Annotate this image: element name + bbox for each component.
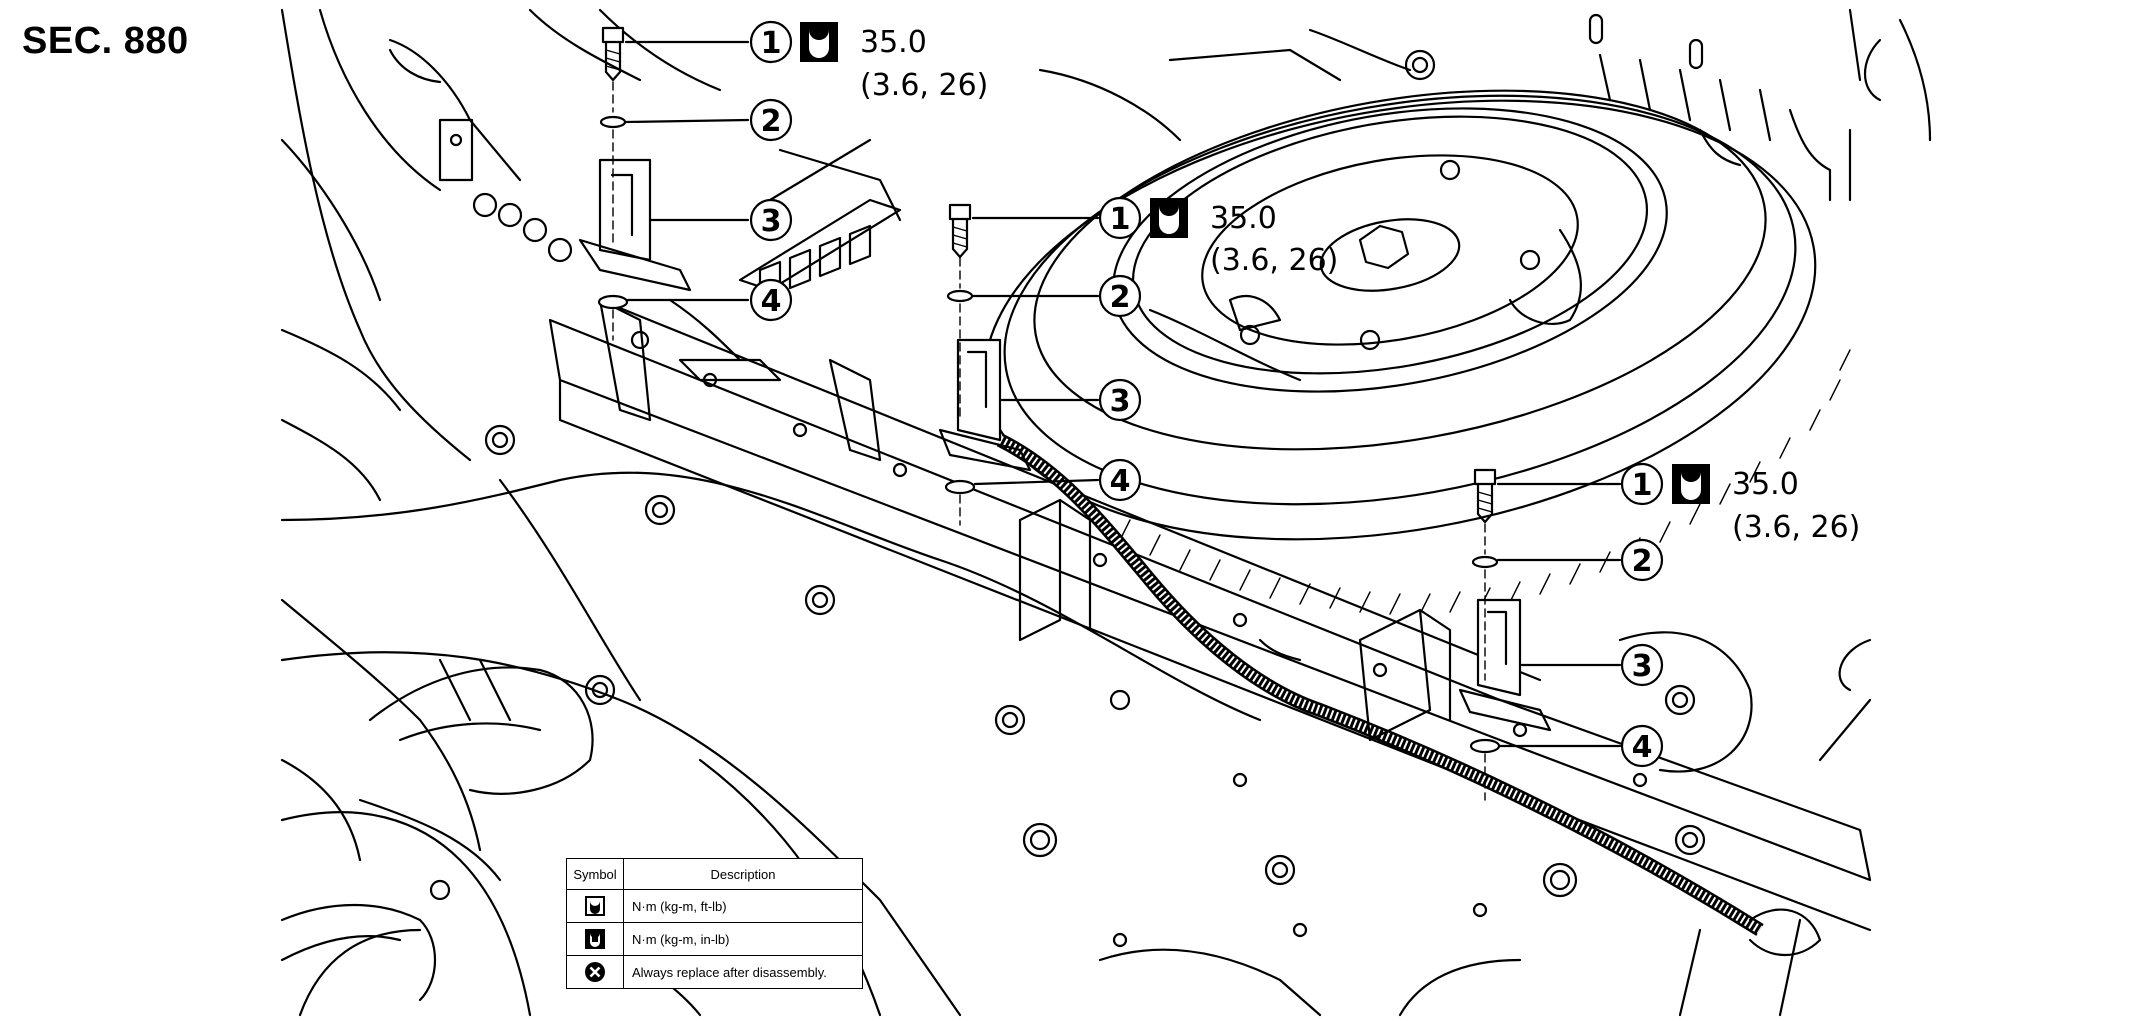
svg-text:4: 4 — [1632, 730, 1653, 765]
svg-text:3: 3 — [761, 204, 782, 239]
torque-detail: (3.6, 26) — [1210, 243, 1338, 278]
torque-wrench-filled-icon — [585, 929, 605, 949]
torque-wrench-icon — [1672, 464, 1710, 504]
svg-text:3: 3 — [1110, 384, 1131, 419]
fastener-set-center — [944, 203, 976, 526]
legend-row: N·m (kg-m, ft-lb) — [566, 889, 863, 923]
callout-3: 3 — [1098, 378, 1142, 422]
svg-text:4: 4 — [1110, 464, 1131, 499]
svg-text:1: 1 — [761, 26, 782, 61]
svg-text:3: 3 — [1632, 649, 1653, 684]
wire-harness — [996, 433, 1822, 957]
torque-wrench-icon — [800, 22, 838, 62]
torque-detail: (3.6, 26) — [1732, 510, 1860, 545]
bracket-assembly-right — [1358, 598, 1552, 742]
legend-row: Always replace after disassembly. — [566, 955, 863, 989]
svg-text:1: 1 — [1110, 202, 1131, 237]
legend-symbol-cell — [566, 922, 624, 956]
torque-value: 35.0 — [1210, 201, 1277, 236]
leader-lines — [624, 40, 1622, 748]
legend-header-symbol: Symbol — [566, 858, 624, 890]
callout-4: 4 — [1098, 458, 1142, 502]
torque-value: 35.0 — [1732, 467, 1799, 502]
callout-1: 1 — [1620, 462, 1664, 506]
section-label: SEC. 880 — [22, 20, 189, 62]
callout-group-left: 1 35.0 (3.6, 26) 2 3 4 — [749, 20, 988, 322]
legend-symbol-cell — [566, 955, 624, 989]
legend-header-description: Description — [623, 858, 863, 890]
svg-text:2: 2 — [1110, 280, 1131, 315]
fastener-set-right — [1469, 468, 1501, 801]
callout-group-right: 1 35.0 (3.6, 26) 2 3 4 — [1620, 462, 1860, 768]
svg-text:4: 4 — [761, 284, 782, 319]
torque-value: 35.0 — [860, 25, 927, 60]
torque-detail: (3.6, 26) — [860, 68, 988, 103]
callout-4: 4 — [1620, 724, 1664, 768]
legend-row: N·m (kg-m, in-lb) — [566, 922, 863, 956]
spare-tire — [983, 89, 1851, 615]
legend-description: Always replace after disassembly. — [623, 955, 863, 989]
svg-text:2: 2 — [1632, 544, 1653, 579]
legend-symbol-cell — [566, 889, 624, 923]
callout-1: 1 — [749, 20, 793, 64]
callout-group-center: 1 35.0 (3.6, 26) 2 3 4 — [1098, 196, 1338, 502]
bracket-assembly-left — [578, 138, 902, 422]
callout-2: 2 — [1620, 538, 1664, 582]
torque-wrench-outline-icon — [585, 896, 605, 916]
callout-2: 2 — [749, 98, 793, 142]
callout-2: 2 — [1098, 274, 1142, 318]
legend-description: N·m (kg-m, in-lb) — [623, 922, 863, 956]
legend-header-row: Symbol Description — [566, 858, 863, 890]
svg-text:1: 1 — [1632, 468, 1653, 503]
background-linework — [280, 8, 1932, 1017]
bracket-assembly-center — [828, 338, 1092, 642]
legend-description: N·m (kg-m, ft-lb) — [623, 889, 863, 923]
callout-4: 4 — [749, 278, 793, 322]
replace-x-circle-icon — [585, 962, 605, 982]
svg-text:2: 2 — [761, 104, 782, 139]
torque-wrench-icon — [1150, 198, 1188, 238]
callout-3: 3 — [749, 198, 793, 242]
callout-1: 1 — [1098, 196, 1142, 240]
callout-3: 3 — [1620, 643, 1664, 687]
symbol-legend-table: Symbol Description N·m (kg-m, ft-lb) N·m… — [566, 858, 863, 989]
